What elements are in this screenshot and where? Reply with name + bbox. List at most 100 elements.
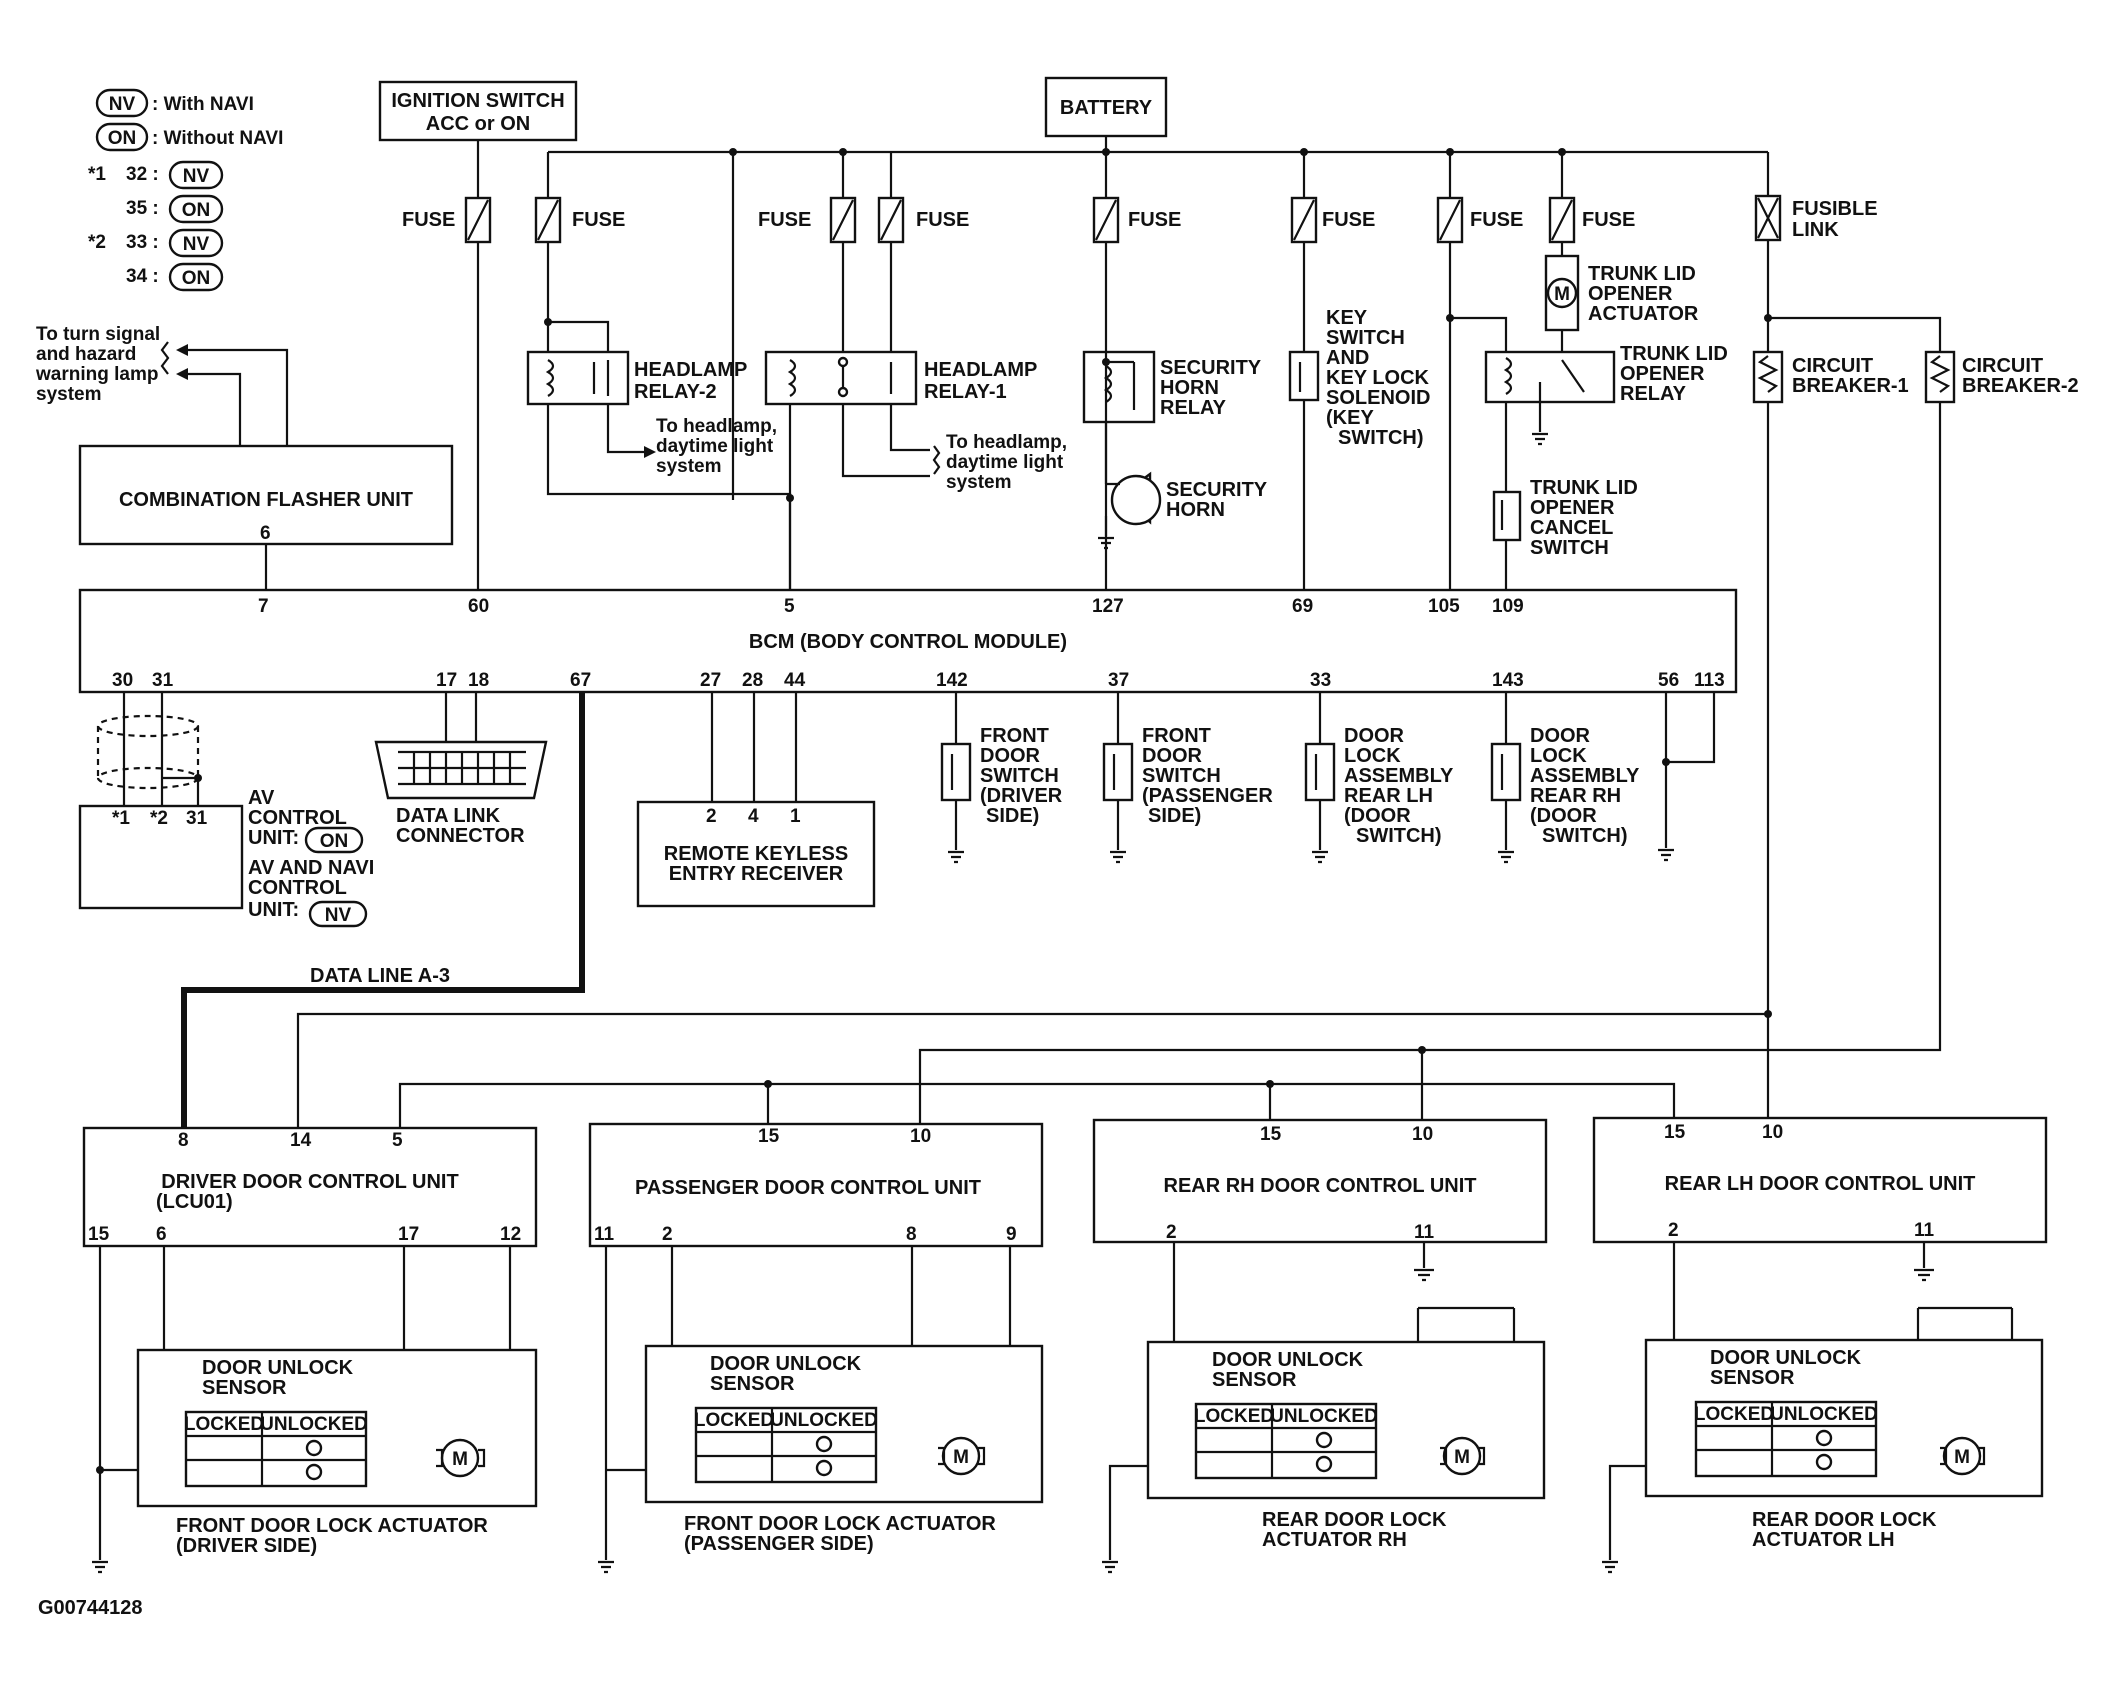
dla-lh-label-5: (DOOR xyxy=(1344,805,1411,827)
pin: 2 xyxy=(1668,1220,1679,1241)
fusible-link xyxy=(1754,194,1782,242)
motor-terminals xyxy=(436,1448,486,1468)
legend-pin-34: 34 : xyxy=(126,266,159,287)
dla-lh-label: DOOR xyxy=(1344,725,1405,747)
av-label-3: UNIT: xyxy=(248,827,299,849)
actuator-title: FRONT DOOR LOCK ACTUATOR xyxy=(176,1515,488,1537)
trunk-cancel-label-3: CANCEL xyxy=(1530,517,1613,539)
front-door-switch-passenger xyxy=(1102,742,1134,802)
fds-pass-label-2: DOOR xyxy=(1142,745,1203,767)
locked-label: LOCKED xyxy=(694,1410,774,1431)
motor-label: M xyxy=(1554,284,1570,305)
key-switch-label-3: AND xyxy=(1326,347,1369,369)
legend-pin-32: 32 : xyxy=(126,164,159,185)
turn-signal-note-3: warning lamp xyxy=(35,364,158,385)
pin: 18 xyxy=(468,670,489,691)
trunk-relay-label: TRUNK LID xyxy=(1620,343,1728,365)
sensor-label-2: SENSOR xyxy=(202,1377,287,1399)
pin: 143 xyxy=(1492,670,1524,691)
fuse-feed-wires xyxy=(476,152,1770,500)
contact-icon xyxy=(305,1439,323,1457)
security-horn-relay-box xyxy=(1082,350,1156,424)
trunk-actuator-label-3: ACTUATOR xyxy=(1588,303,1699,325)
av-label-4: AV AND NAVI xyxy=(248,857,374,879)
data-line-a3 xyxy=(181,692,585,1128)
fds-pass-label-4: (PASSENGER xyxy=(1142,785,1273,807)
key-switch-label: KEY xyxy=(1326,307,1368,329)
pin: 14 xyxy=(290,1130,312,1151)
door-lock-assembly-rear-lh xyxy=(1304,742,1336,802)
breaker1-label-2: BREAKER-1 xyxy=(1792,375,1909,397)
pin: 2 xyxy=(1166,1222,1177,1243)
fuse-trunk-relay xyxy=(1436,196,1464,244)
av-label-2: CONTROL xyxy=(248,807,347,829)
legend-badge-33-text: NV xyxy=(183,234,210,255)
on-badge xyxy=(304,826,364,854)
locked-label: LOCKED xyxy=(1694,1404,1774,1425)
coil-icon xyxy=(787,359,797,397)
nv-meaning: : With NAVI xyxy=(152,94,254,115)
arrow-icon xyxy=(176,344,188,380)
door-switches: FRONT DOOR SWITCH (DRIVER SIDE) FRONT DO… xyxy=(940,692,1716,864)
relay1-out xyxy=(841,404,930,478)
contact-icon xyxy=(1815,1453,1833,1471)
turn-signal-note-4: system xyxy=(36,384,102,405)
data-link-connector: DATA LINK CONNECTOR xyxy=(374,692,548,847)
dla-lh-label-2: LOCK xyxy=(1344,745,1401,767)
security-horn: SECURITY HORN RELAY SECURITY HORN xyxy=(1082,242,1268,592)
sensor-label-2: SENSOR xyxy=(710,1373,795,1395)
cb1-bus xyxy=(296,402,1770,1128)
legend-mark-2: *2 xyxy=(88,232,106,253)
rear-rh-dcu-label: REAR RH DOOR CONTROL UNIT xyxy=(1164,1175,1477,1197)
security-relay-label: SECURITY xyxy=(1160,357,1262,379)
pin: 17 xyxy=(398,1224,419,1245)
key-switch-label-6: (KEY xyxy=(1326,407,1374,429)
pin: 11 xyxy=(1914,1220,1935,1241)
junction xyxy=(96,1466,104,1474)
pin: 2 xyxy=(662,1224,673,1245)
trunk-lid: M TRUNK LID OPENER ACTUATOR TRUNK LID OP… xyxy=(1446,242,1728,592)
pin: 142 xyxy=(936,670,968,691)
actuator-title: REAR DOOR LOCK xyxy=(1752,1509,1937,1531)
combination-flasher-unit xyxy=(78,444,454,546)
contact xyxy=(837,386,849,398)
motor-icon xyxy=(1442,1436,1482,1476)
relay-contact xyxy=(592,360,610,396)
fuse-security-horn xyxy=(1092,196,1120,244)
circuit-breaker-2 xyxy=(1924,350,1956,404)
dla-rh-label-4: REAR RH xyxy=(1530,785,1621,807)
headlamp-relays: HEADLAMP RELAY-2 To headlamp, daytime li… xyxy=(476,242,1067,592)
trunk-relay-label-2: OPENER xyxy=(1620,363,1705,385)
actuator-title-2: (PASSENGER SIDE) xyxy=(684,1533,874,1555)
passenger-door-control-unit: 15 10 PASSENGER DOOR CONTROL UNIT 11 2 8… xyxy=(588,1122,1044,1248)
fusible-link-label: FUSIBLE xyxy=(1792,198,1878,220)
junction xyxy=(1418,1046,1426,1054)
motor-label: M xyxy=(1954,1447,1970,1468)
pin: 127 xyxy=(1092,596,1124,617)
circuit-breaker-1 xyxy=(1752,350,1784,404)
contact-icon xyxy=(815,1459,833,1477)
junction xyxy=(1662,758,1670,766)
dla-rh-label: DOOR xyxy=(1530,725,1591,747)
av-label: AV xyxy=(248,787,275,809)
fds-pass-label-3: SWITCH xyxy=(1142,765,1221,787)
trunk-relay-box xyxy=(1484,350,1616,404)
contact xyxy=(837,356,849,368)
rear-lh-door-control-unit: 15 10 REAR LH DOOR CONTROL UNIT 2 11 xyxy=(1592,1116,2048,1282)
fds-driver-label-5: SIDE) xyxy=(986,805,1039,827)
on-badge xyxy=(95,122,149,152)
legend-badge-34-text: ON xyxy=(182,268,211,289)
fuse-label: FUSE xyxy=(1582,209,1635,231)
pin: 15 xyxy=(758,1126,780,1147)
dlc-pins xyxy=(398,750,526,786)
on-badge-text: ON xyxy=(108,128,137,149)
nv-badge xyxy=(308,900,368,928)
circuit-breakers: CIRCUIT BREAKER-1 CIRCUIT BREAKER-2 xyxy=(1752,240,2079,404)
junction xyxy=(1764,1010,1772,1018)
nv-badge xyxy=(95,88,149,118)
fusible-link-label-2: LINK xyxy=(1792,219,1839,241)
pin: *2 xyxy=(150,808,168,829)
security-horn-label-2: HORN xyxy=(1166,499,1225,521)
shield-icon xyxy=(96,766,200,790)
fds-driver-label-4: (DRIVER xyxy=(980,785,1063,807)
